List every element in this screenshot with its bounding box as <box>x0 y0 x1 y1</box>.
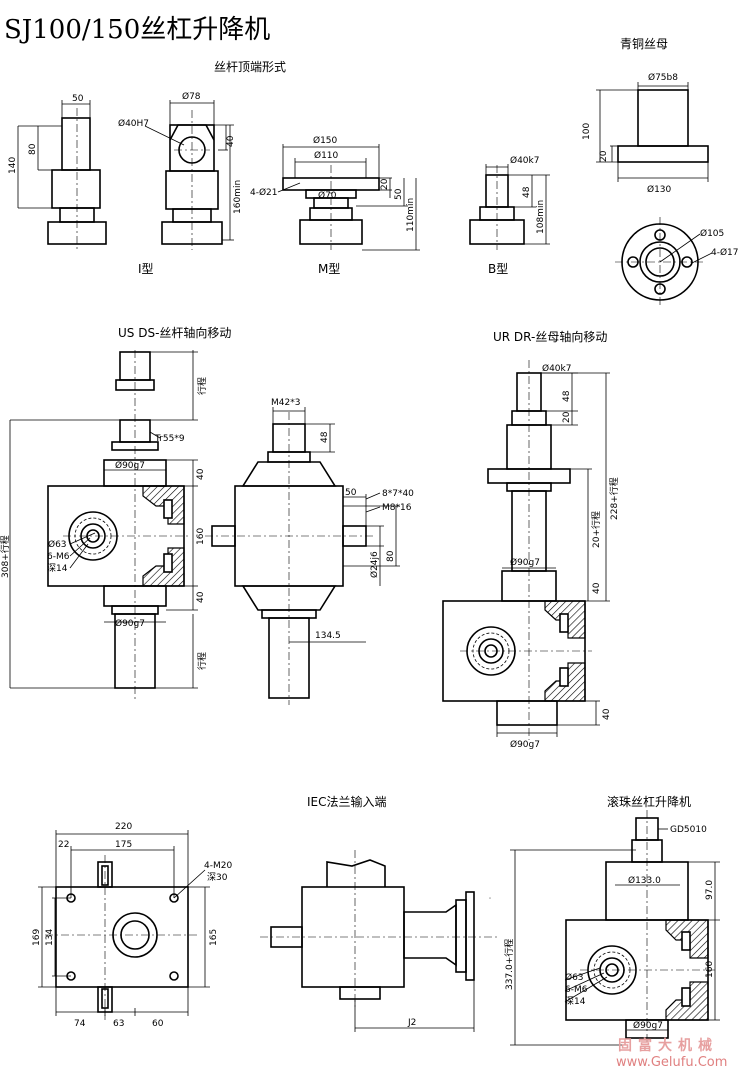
dim-usds-total: 308+行程 <box>0 535 11 578</box>
dim-side-134: 134.5 <box>315 631 341 641</box>
dim-base-74: 74 <box>74 1019 86 1029</box>
dim-usds-m6: 6-M6 <box>47 552 70 562</box>
dim-ball-63: Ø63 <box>565 972 584 983</box>
dim-base-169: 169 <box>32 929 42 946</box>
type-i-left-view <box>17 100 107 250</box>
dim-ball-133: Ø133.0 <box>628 875 661 886</box>
ur-dr-view <box>442 360 610 740</box>
bronze-nut-top <box>615 217 713 307</box>
dim-usds-tr: Tr55*9 <box>154 434 185 444</box>
dim-urdr-stroke: 20+行程 <box>590 511 602 548</box>
dim-usds-stroke-bot: 行程 <box>196 652 208 670</box>
bronze-nut-side <box>596 82 709 182</box>
dim-m-110: Ø110 <box>314 150 339 161</box>
type-i-label: I型 <box>138 262 154 276</box>
dim-base-175: 175 <box>115 840 132 850</box>
dim-i2-40: 40 <box>226 135 236 147</box>
dim-urdr-40a: 40 <box>592 582 602 594</box>
dim-ball-gd: GD5010 <box>670 825 707 835</box>
bronze-nut-label: 青铜丝母 <box>620 36 668 51</box>
type-b-view <box>469 164 550 250</box>
dim-usds-63: Ø63 <box>48 539 67 550</box>
dim-i-80: 80 <box>28 143 38 155</box>
dim-base-22: 22 <box>58 840 69 850</box>
dim-usds-90g7-top: Ø90g7 <box>115 460 145 471</box>
dim-b-108min: 108min <box>536 200 546 234</box>
dim-ball-97: 97.0 <box>705 880 715 900</box>
base-top-view <box>38 830 210 1020</box>
dim-base-134: 134 <box>45 929 55 946</box>
side-view <box>205 407 400 705</box>
dim-base-220: 220 <box>115 822 132 832</box>
dim-base-m20: 4-M20 <box>204 861 232 871</box>
dim-base-60: 60 <box>152 1019 164 1029</box>
dim-m-20: 20 <box>380 178 390 190</box>
dim-m-70: Ø70 <box>318 190 337 201</box>
dim-ball-90g7: Ø90g7 <box>633 1020 663 1031</box>
dim-ball-depth: 深14 <box>565 996 586 1007</box>
top-types-subtitle: 丝杆顶端形式 <box>214 60 286 74</box>
type-m-label: M型 <box>318 262 340 276</box>
dim-side-m42: M42*3 <box>271 398 300 408</box>
dim-base-63: 63 <box>113 1019 124 1029</box>
dim-b-48: 48 <box>522 186 532 198</box>
page-title: SJ100/150丝杠升降机 <box>4 15 270 45</box>
watermark-url: www.Gelufu.Com <box>616 1055 727 1070</box>
dim-base-165: 165 <box>209 929 219 946</box>
dim-i2-40h7: Ø40H7 <box>118 118 149 129</box>
dim-side-key: 8*7*40 <box>382 489 414 499</box>
us-ds-front-view <box>9 350 198 700</box>
dim-urdr-20: 20 <box>562 411 572 423</box>
dim-usds-40b: 40 <box>196 591 206 603</box>
type-m-view <box>277 144 420 251</box>
dim-b-40k7: Ø40k7 <box>510 155 539 166</box>
dim-side-m8: M8*16 <box>382 503 412 513</box>
dim-side-80: 80 <box>386 550 396 562</box>
iec-label: IEC法兰输入端 <box>307 794 387 809</box>
dim-base-depth30: 深30 <box>207 872 228 883</box>
dim-usds-90g7-bot: Ø90g7 <box>115 618 145 629</box>
dim-usds-160: 160 <box>196 528 206 545</box>
dim-urdr-48: 48 <box>562 390 572 402</box>
dim-iec-j2: J2 <box>407 1018 416 1028</box>
dim-usds-stroke-top: 行程 <box>196 377 208 395</box>
dim-ball-total: 337.0+行程 <box>503 939 515 990</box>
dim-urdr-90g7: Ø90g7 <box>510 557 540 568</box>
ur-dr-label: UR DR-丝母轴向移动 <box>493 329 607 344</box>
ballscrew-label: 滚珠丝杠升降机 <box>607 794 691 809</box>
dim-m-150: Ø150 <box>313 135 338 146</box>
dim-i-50: 50 <box>72 94 84 104</box>
dim-m-110min: 110min <box>406 198 416 232</box>
dim-urdr-90g7-bot: Ø90g7 <box>510 739 540 750</box>
dim-nut-105: Ø105 <box>700 228 724 239</box>
dim-ball-160: 160 <box>705 961 715 978</box>
dim-urdr-total: 228+行程 <box>608 477 620 520</box>
dim-nut-75b8: Ø75b8 <box>648 72 678 83</box>
dim-m-50: 50 <box>394 188 404 200</box>
dim-usds-40a: 40 <box>196 468 206 480</box>
dim-i-140: 140 <box>8 157 18 174</box>
dim-nut-20: 20 <box>599 150 609 162</box>
dim-usds-depth: 深14 <box>47 563 68 574</box>
dim-urdr-40k7: Ø40k7 <box>542 363 571 374</box>
type-b-label: B型 <box>488 262 508 276</box>
dim-ball-m6: 6-M6 <box>565 985 588 995</box>
type-i-front-view <box>144 100 234 250</box>
ballscrew-view <box>510 810 720 1046</box>
iec-flange-view <box>260 850 500 1032</box>
watermark-brand: 固富大机械 <box>618 1037 718 1054</box>
dim-i2-160min: 160min <box>233 180 243 214</box>
dim-m-4021: 4-Ø21 <box>250 187 278 198</box>
dim-nut-4017: 4-Ø17 <box>711 247 739 258</box>
dim-side-48: 48 <box>320 431 330 443</box>
dim-i2-78: Ø78 <box>182 91 201 102</box>
us-ds-label: US DS-丝杆轴向移动 <box>118 325 231 340</box>
dim-urdr-40b: 40 <box>602 708 612 720</box>
dim-nut-130: Ø130 <box>647 184 672 195</box>
dim-nut-100: 100 <box>582 123 592 140</box>
dim-side-24j6: Ø24j6 <box>369 551 380 578</box>
dim-side-50: 50 <box>345 488 357 498</box>
